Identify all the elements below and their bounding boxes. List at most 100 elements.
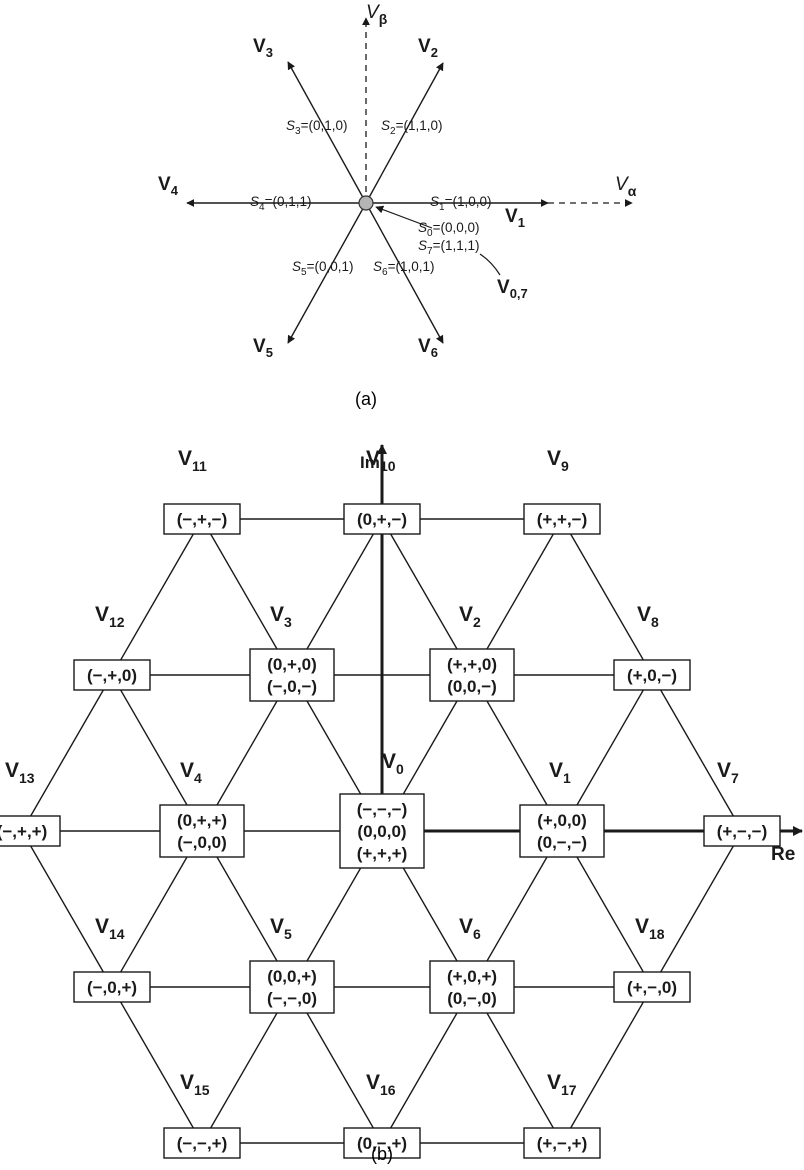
re-axis-label: Re <box>771 844 795 865</box>
state-box-frame <box>429 960 515 1014</box>
state-box-n4: (0,+,+) (−,0,0) <box>159 804 245 858</box>
state-box-frame <box>343 1127 421 1159</box>
state-box-frame <box>523 1127 601 1159</box>
lattice-edge <box>111 986 203 1144</box>
figure-b: Im Re (−,−,−)(0,0,0)(+,+,+) (+,0,0)(0,−,−… <box>0 444 803 1164</box>
label-v1: V1 <box>505 206 525 230</box>
state-s2: S2=(1,1,0) <box>381 118 442 137</box>
state-text: (−,−,+) <box>177 1134 228 1153</box>
lattice-edge <box>651 830 743 988</box>
vector-label-v10: V10 <box>366 447 396 474</box>
vector-label-v3: V3 <box>270 603 292 630</box>
vector-label-v2: V2 <box>459 603 481 630</box>
vector-label-v11: V11 <box>178 447 207 474</box>
state-box-n14: (−,0,+) <box>73 971 151 1003</box>
state-box-frame <box>519 804 605 858</box>
state-box-frame <box>523 503 601 535</box>
vector-label-v14: V14 <box>95 915 125 942</box>
state-box-n10: (0,+,−) <box>343 503 421 535</box>
state-text: (0,+,−) <box>357 510 407 529</box>
state-text: (−,+,+) <box>0 822 47 841</box>
v5-arrow <box>287 202 367 344</box>
state-box-n7: (+,−,−) <box>703 815 781 847</box>
state-text: (−,−,−) <box>357 800 408 819</box>
vector-label-v18: V18 <box>635 915 665 942</box>
state-box-n16: (0,−,+) <box>343 1127 421 1159</box>
state-text: (0,0,−) <box>447 677 497 696</box>
state-text: (+,−,−) <box>717 822 768 841</box>
state-s0: S0=(0,0,0) <box>418 220 479 239</box>
state-s7: S7=(1,1,1) <box>418 238 479 257</box>
vector-label-v0: V0 <box>382 750 404 777</box>
state-text: (−,0,+) <box>87 978 137 997</box>
label-v6: V6 <box>418 336 438 360</box>
state-text: (+,−,+) <box>537 1134 588 1153</box>
vector-label-v1: V1 <box>549 759 571 786</box>
state-box-frame <box>159 804 245 858</box>
state-text: (−,0,0) <box>177 833 227 852</box>
vector-label-v16: V16 <box>366 1071 396 1098</box>
state-text: (+,+,+) <box>357 844 408 863</box>
state-box-n18: (+,−,0) <box>613 971 691 1003</box>
state-box-n0: (−,−,−)(0,0,0)(+,+,+) <box>339 793 425 869</box>
im-axis-label: Im <box>360 453 380 472</box>
state-box-frame <box>613 659 691 691</box>
state-s1: S1=(1,0,0) <box>430 194 491 213</box>
vector-label-v9: V9 <box>547 447 569 474</box>
state-boxes: (−,−,−)(0,0,0)(+,+,+) (+,0,0)(0,−,−) (+,+,… <box>0 503 781 1159</box>
s0-pointer <box>375 205 433 229</box>
state-box-n9: (+,+,−) <box>523 503 601 535</box>
figure-a: Vβ Vα V1 V2 V3 V4 V5 V6 V0,7 S1=(1,0,0) … <box>158 2 637 409</box>
state-box-n17: (+,−,+) <box>523 1127 601 1159</box>
label-v4: V4 <box>158 174 179 198</box>
state-text: (0,+,+) <box>177 811 227 830</box>
lattice-edge <box>561 518 653 676</box>
state-box-frame <box>343 503 421 535</box>
state-text: (+,0,0) <box>537 811 587 830</box>
vector-label-v13: V13 <box>5 759 35 786</box>
state-text: (+,+,−) <box>537 510 588 529</box>
v2-arrow <box>365 62 444 204</box>
state-text: (+,+,0) <box>447 655 497 674</box>
state-box-frame <box>429 648 515 702</box>
state-box-frame <box>613 971 691 1003</box>
state-text: (0,0,+) <box>267 967 317 986</box>
lattice-edge <box>21 674 113 832</box>
state-s3: S3=(0,1,0) <box>286 118 347 137</box>
state-text: (+,−,0) <box>627 978 677 997</box>
vector-label-v7: V7 <box>717 759 739 786</box>
state-s4: S4=(0,1,1) <box>250 194 311 213</box>
vector-label-v8: V8 <box>637 603 659 630</box>
state-box-n15: (−,−,+) <box>163 1127 241 1159</box>
state-text: (−,+,0) <box>87 666 137 685</box>
caption-b: (b) <box>371 1144 393 1164</box>
label-v2: V2 <box>418 36 438 60</box>
state-box-frame <box>73 659 151 691</box>
vector-label-v12: V12 <box>95 603 125 630</box>
state-text: (−,−,0) <box>267 989 317 1008</box>
state-text: (−,0,−) <box>267 677 317 696</box>
state-text: (0,−,+) <box>357 1134 407 1153</box>
vector-label-v17: V17 <box>547 1071 577 1098</box>
v07-leader <box>479 253 501 276</box>
label-v07: V0,7 <box>497 277 528 301</box>
state-text: (−,+,−) <box>177 510 228 529</box>
state-box-n1: (+,0,0)(0,−,−) <box>519 804 605 858</box>
vector-label-v15: V15 <box>180 1071 210 1098</box>
v3-arrow <box>287 61 367 204</box>
vector-label-v4: V4 <box>180 759 202 786</box>
state-box-frame <box>163 503 241 535</box>
state-box-frame <box>249 648 335 702</box>
state-box-n13: (−,+,+) <box>0 815 61 847</box>
state-text: (0,−,0) <box>447 989 497 1008</box>
origin-point <box>358 195 374 211</box>
state-box-n11: (−,+,−) <box>163 503 241 535</box>
state-text: (+,0,+) <box>447 967 497 986</box>
label-v5: V5 <box>253 336 273 360</box>
state-box-frame <box>249 960 335 1014</box>
lattice-edge <box>21 830 113 988</box>
state-s6: S6=(1,0,1) <box>373 259 434 278</box>
lattice-edge <box>561 986 653 1144</box>
